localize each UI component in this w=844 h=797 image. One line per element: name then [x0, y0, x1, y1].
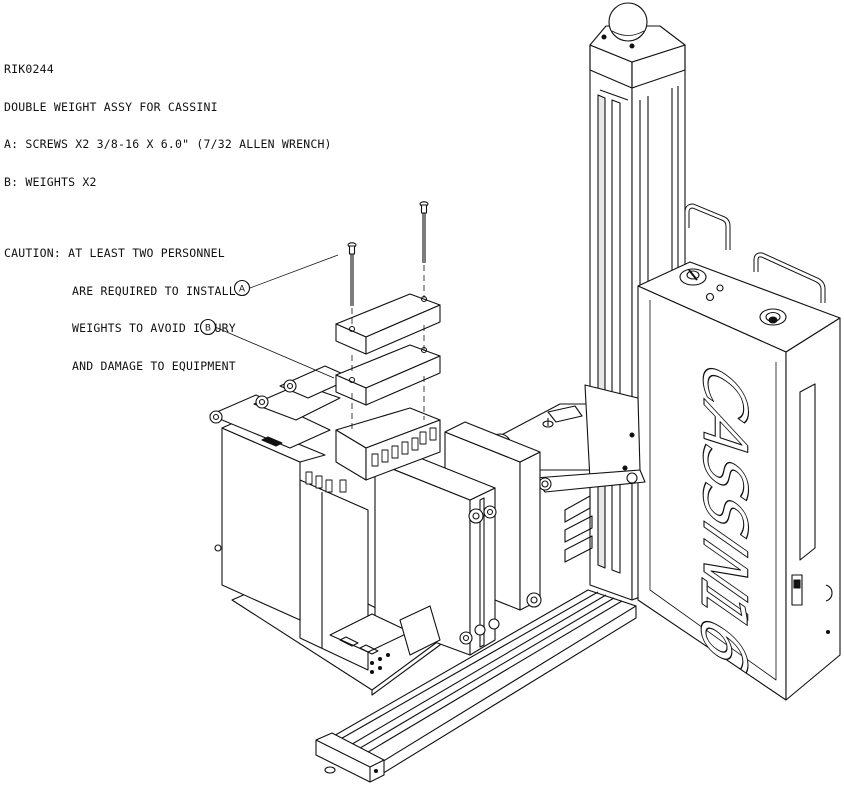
- panel-brand-text: CASSINI: [690, 346, 760, 634]
- item-a-description: A: SCREWS X2 3/8-16 X 6.0" (7/32 ALLEN W…: [4, 137, 332, 151]
- callout-a: A: [233, 254, 339, 297]
- drawing-notes: RIK0244 DOUBLE WEIGHT ASSY FOR CASSINI A…: [4, 38, 332, 385]
- column-top-knob: [601, 2, 648, 49]
- callout-b-label: B: [205, 324, 211, 334]
- module-stack: [209, 365, 542, 696]
- panel-lettering: CASSINI 16: [686, 345, 760, 689]
- assembly-guide-lines: [351, 265, 425, 432]
- weight-lower: [335, 344, 441, 406]
- cassini-side-box: [637, 203, 841, 701]
- item-b-description: B: WEIGHTS X2: [4, 174, 97, 189]
- part-number: RIK0244: [4, 62, 54, 76]
- base-rail: [315, 589, 637, 783]
- screw-right: [419, 201, 429, 263]
- callout-a-label: A: [239, 285, 246, 295]
- caution-line-2: ARE REQUIRED TO INSTALL: [72, 283, 236, 298]
- callout-b: B: [199, 318, 335, 379]
- caution-line-4: AND DAMAGE TO EQUIPMENT: [72, 358, 236, 373]
- weight-upper: [335, 293, 441, 355]
- screw-left: [347, 242, 357, 306]
- assembly-title: DOUBLE WEIGHT ASSY FOR CASSINI: [4, 99, 218, 114]
- caution-line-1: CAUTION: AT LEAST TWO PERSONNEL: [4, 246, 225, 260]
